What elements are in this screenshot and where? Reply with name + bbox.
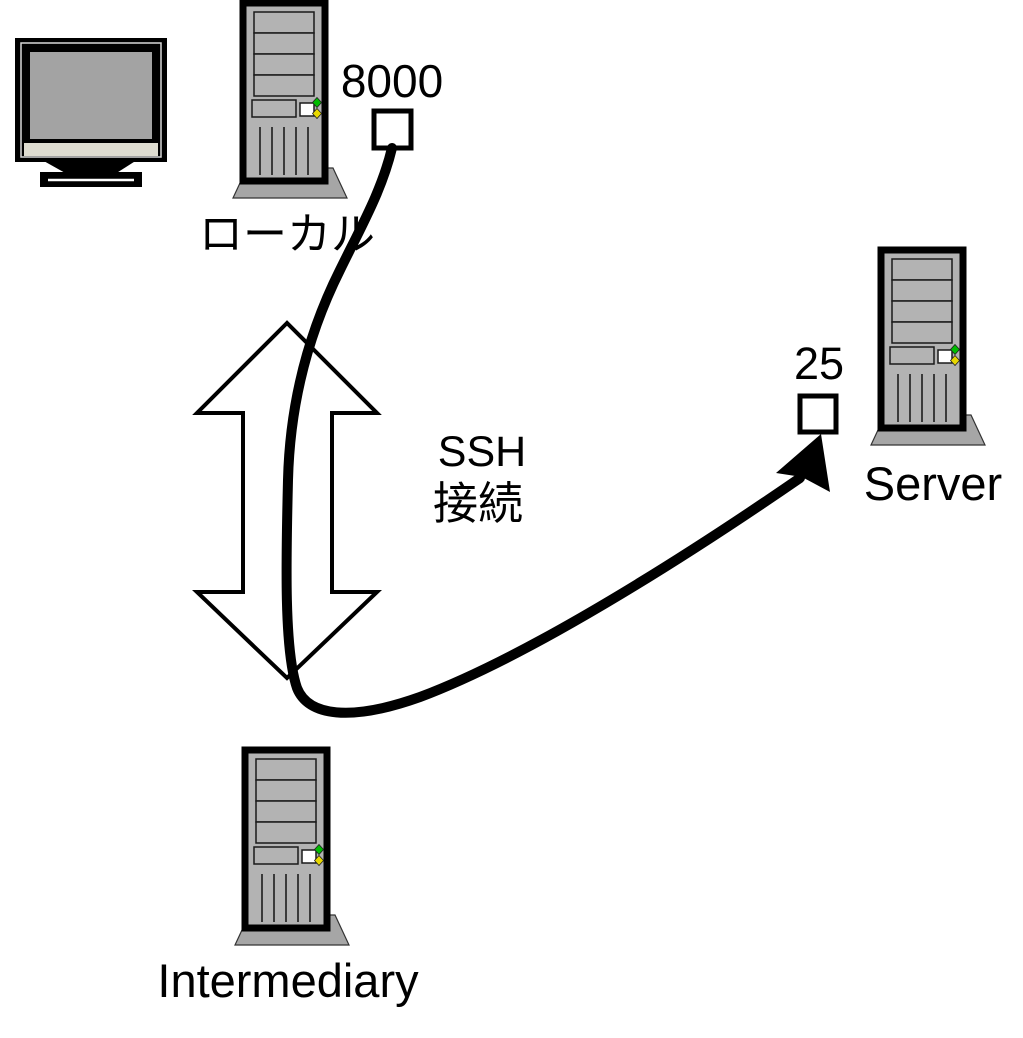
monitor-bevel: [20, 42, 162, 158]
port-25-label: 25: [794, 338, 844, 389]
port-8000-label: 8000: [341, 55, 443, 107]
monitor-strip: [24, 143, 158, 156]
ssh-connection-label: 接続: [433, 478, 523, 529]
intermediary-tower-icon: [235, 750, 349, 945]
server-label: Server: [864, 457, 1002, 510]
tunnel-arrowhead-icon: [776, 434, 830, 492]
intermediary-label: Intermediary: [157, 954, 419, 1007]
monitor-screen: [28, 50, 154, 141]
port-25-box: [797, 393, 839, 435]
tunnel-curve: [281, 143, 805, 718]
monitor-stand-neck: [42, 160, 137, 174]
ssh-label: SSH: [438, 428, 526, 476]
port-8000-box: [371, 108, 414, 151]
server-tower-icon: [871, 250, 985, 445]
monitor-icon: [15, 38, 167, 187]
local-tower-icon: [233, 3, 347, 198]
